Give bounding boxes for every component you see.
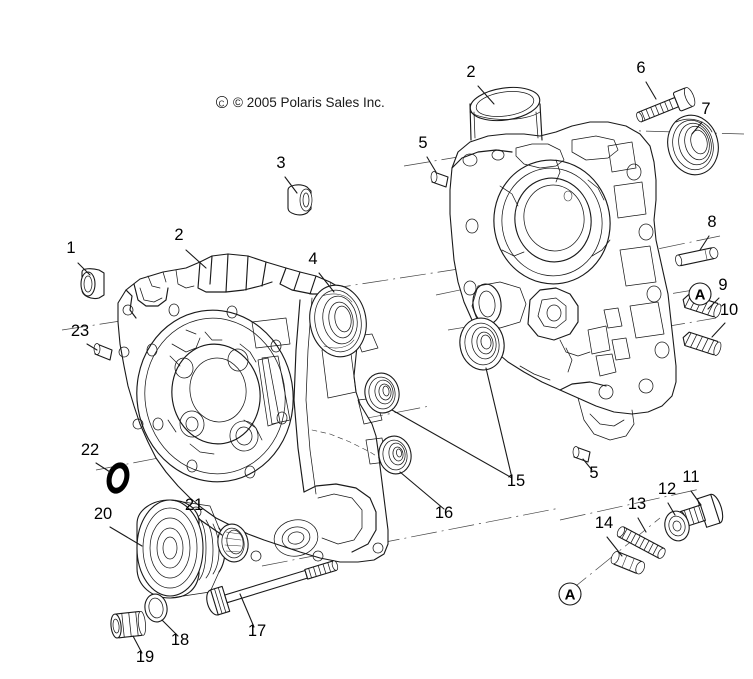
callout-18: 18 <box>171 631 189 649</box>
callout-5b: 5 <box>589 464 598 482</box>
callout-11: 11 <box>682 468 699 486</box>
part-14-dowel-pin-small[interactable] <box>609 550 646 575</box>
part-19-drain-plug[interactable] <box>110 611 147 639</box>
part-3-dowel-bushing[interactable] <box>287 184 313 216</box>
callout-13: 13 <box>628 495 646 513</box>
part-16-bearing-small[interactable] <box>376 434 414 477</box>
callout-19: 19 <box>136 648 154 666</box>
part-23-dowel-pin[interactable] <box>93 343 113 361</box>
part-6-flange-bolt[interactable] <box>633 86 697 127</box>
reference-marker-a-lower: A <box>558 582 582 606</box>
callout-16: 16 <box>435 504 453 522</box>
part-5a-dowel-pin[interactable] <box>430 171 449 188</box>
part-15-bearing-middle[interactable] <box>362 370 402 415</box>
reference-marker-a-upper: A <box>688 282 712 306</box>
reference-marker-label: A <box>695 287 706 304</box>
part-13-stud[interactable] <box>616 525 667 559</box>
part-22-o-ring[interactable] <box>103 460 133 497</box>
copyright-notice: C © 2005 Polaris Sales Inc. <box>216 95 385 110</box>
part-4-crankshaft-bearing[interactable] <box>304 281 372 362</box>
part-17-long-flange-bolt[interactable] <box>204 552 341 616</box>
callout-4: 4 <box>308 250 317 268</box>
callout-2b: 2 <box>466 63 475 81</box>
copyright-label: © 2005 Polaris Sales Inc. <box>233 95 385 110</box>
part-7-oil-seal[interactable] <box>661 110 724 180</box>
callout-12: 12 <box>658 480 676 498</box>
callout-23: 23 <box>71 322 89 340</box>
part-1-bushing[interactable] <box>80 268 105 300</box>
callout-21: 21 <box>185 496 203 514</box>
callout-14: 14 <box>595 514 613 532</box>
callout-5a: 5 <box>418 134 427 152</box>
callout-22: 22 <box>81 441 99 459</box>
callout-3: 3 <box>276 154 285 172</box>
callout-9: 9 <box>718 276 727 294</box>
callout-20: 20 <box>94 505 112 523</box>
callout-6: 6 <box>636 59 645 77</box>
part-18-washer[interactable] <box>143 592 170 623</box>
reference-marker-label: A <box>565 587 576 604</box>
part-15-bearing-upper[interactable] <box>456 315 508 374</box>
callout-7: 7 <box>701 100 710 118</box>
callout-17: 17 <box>248 622 266 640</box>
callout-10: 10 <box>720 301 738 319</box>
callout-1: 1 <box>66 239 75 257</box>
part-5b-dowel-pin[interactable] <box>572 446 591 463</box>
callout-15: 15 <box>507 472 525 490</box>
part-21-bearing-race[interactable] <box>215 522 251 565</box>
part-8-dowel-pin-long[interactable] <box>675 247 719 267</box>
crankcase-half-right[interactable] <box>449 83 677 441</box>
leader-lines <box>77 81 726 654</box>
callout-labels: 1 2 2 3 4 5 5 6 7 8 9 10 11 12 13 14 15 … <box>66 59 738 666</box>
svg-text:C: C <box>219 99 225 108</box>
callout-2a: 2 <box>174 226 183 244</box>
part-10-screw[interactable] <box>681 331 722 356</box>
callout-8: 8 <box>707 213 716 231</box>
